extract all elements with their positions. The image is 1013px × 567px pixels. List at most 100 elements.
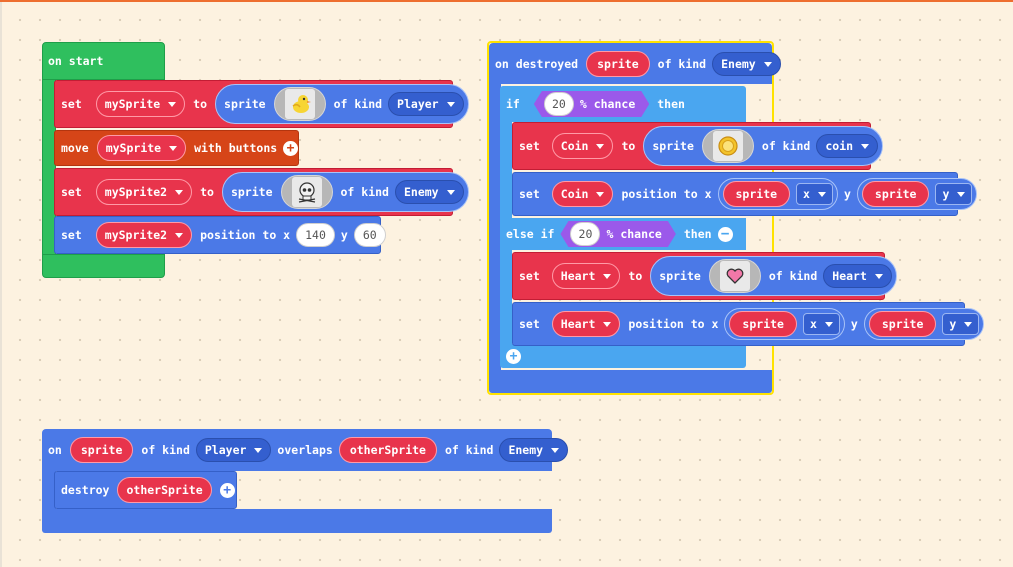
var-dropdown-mysprite2[interactable]: mySprite2 xyxy=(95,222,193,248)
set-heart-block[interactable]: set Heart to sprite of kind Heart xyxy=(512,252,897,300)
prop-dropdown-x[interactable]: x xyxy=(796,183,833,205)
on-destroyed-hat: on destroyed sprite of kind Enemy xyxy=(495,48,781,80)
expand-plus-icon[interactable]: + xyxy=(219,482,235,498)
add-else-plus[interactable]: + xyxy=(502,349,521,364)
destroy-block[interactable]: destroy otherSprite + xyxy=(54,471,237,509)
sprite-create-reporter[interactable]: sprite of kind Player xyxy=(215,84,469,124)
position-to-x-label: position to x xyxy=(200,228,291,242)
chevron-down-icon xyxy=(763,61,772,67)
y-label: y xyxy=(340,228,348,242)
prop-label: x xyxy=(803,187,810,201)
chance-number-input[interactable]: 20 xyxy=(544,92,574,116)
var-label: otherSprite xyxy=(126,483,203,497)
y-label: y xyxy=(850,317,858,331)
chevron-down-icon xyxy=(551,447,560,453)
var-dropdown-heart[interactable]: Heart xyxy=(551,311,621,337)
set-coin-block[interactable]: set Coin to sprite of kind coin xyxy=(512,122,884,170)
chevron-down-icon xyxy=(603,321,612,327)
sprite-create-reporter[interactable]: sprite of kind coin xyxy=(643,126,884,166)
var-dropdown-mysprite2[interactable]: mySprite2 xyxy=(95,179,193,205)
workspace-left-edge xyxy=(0,2,2,567)
set-heart-position-block[interactable]: set Heart position to x sprite x y sprit… xyxy=(512,302,985,346)
plus-icon[interactable]: + xyxy=(506,349,521,364)
sprite-create-reporter[interactable]: sprite of kind Enemy xyxy=(221,172,469,212)
coin-sprite-icon xyxy=(712,131,743,161)
kind-dropdown-enemy[interactable]: Enemy xyxy=(394,180,464,204)
x-number-input[interactable]: 140 xyxy=(296,223,335,247)
selection-outline xyxy=(487,41,774,395)
set-coin-position-block[interactable]: set Coin position to x sprite x y sprite… xyxy=(512,172,978,216)
othersprite-variable[interactable]: otherSprite xyxy=(117,477,212,503)
sprite-variable[interactable]: sprite xyxy=(729,311,797,337)
sprite-y-reporter[interactable]: sprite y xyxy=(856,178,978,210)
on-overlap-hat: on sprite of kind Player overlaps otherS… xyxy=(48,436,569,464)
heart-sprite-icon xyxy=(719,261,750,291)
remove-minus-icon[interactable]: − xyxy=(717,226,733,242)
else-if-label: else if xyxy=(506,227,555,241)
then-label: then xyxy=(657,97,685,111)
with-buttons-label: with buttons xyxy=(194,141,278,155)
set-position-block[interactable]: set mySprite2 position to x 140 y 60 xyxy=(54,216,386,254)
on-label: on xyxy=(48,443,62,457)
set-mysprite2-block[interactable]: set mySprite2 to sprite of kind Enemy xyxy=(54,168,469,216)
set-keyword: set xyxy=(61,228,82,242)
sprite-variable[interactable]: sprite xyxy=(868,311,937,337)
kind-dropdown-coin[interactable]: coin xyxy=(816,134,879,158)
chevron-down-icon xyxy=(254,447,263,453)
var-label: Coin xyxy=(560,139,589,153)
set-keyword: set xyxy=(519,187,540,201)
sprite-y-reporter[interactable]: sprite y xyxy=(863,308,985,340)
prop-label: y xyxy=(949,317,957,331)
kind-dropdown-player[interactable]: Player xyxy=(195,438,272,462)
set-mysprite-block[interactable]: set mySprite to sprite of kind Player xyxy=(54,80,469,128)
on-start-hat: on start xyxy=(48,52,103,70)
chevron-down-icon xyxy=(169,145,178,151)
set-keyword: set xyxy=(61,185,82,199)
move-with-buttons-block[interactable]: move mySprite with buttons + xyxy=(54,130,299,166)
var-dropdown-coin[interactable]: Coin xyxy=(551,181,614,207)
sprite-image-picker[interactable] xyxy=(708,259,761,293)
chance-number-input[interactable]: 20 xyxy=(570,222,600,246)
position-to-x-label: position to x xyxy=(628,317,719,331)
sprite-x-reporter[interactable]: sprite x xyxy=(724,308,845,340)
else-if-header: else if 20 % chance then − xyxy=(506,220,733,248)
sprite-image-picker[interactable] xyxy=(701,129,754,163)
sprite-image-picker[interactable] xyxy=(280,175,333,209)
sprite-create-reporter[interactable]: sprite of kind Heart xyxy=(650,256,897,296)
var-dropdown-mysprite[interactable]: mySprite xyxy=(95,91,186,117)
chevron-down-icon xyxy=(861,143,870,149)
percent-chance-block[interactable]: 20 % chance xyxy=(534,91,649,117)
sprite-variable[interactable]: sprite xyxy=(861,181,930,207)
var-dropdown-heart[interactable]: Heart xyxy=(551,263,621,289)
othersprite-variable[interactable]: otherSprite xyxy=(338,437,437,463)
var-label: sprite xyxy=(881,317,924,331)
chevron-down-icon xyxy=(596,143,605,149)
sprite-variable[interactable]: sprite xyxy=(69,437,134,463)
kind-dropdown-enemy[interactable]: Enemy xyxy=(712,52,781,76)
sprite-label: sprite xyxy=(652,139,694,153)
prop-dropdown-x[interactable]: x xyxy=(802,313,840,335)
chevron-down-icon xyxy=(175,232,184,238)
sprite-label: sprite xyxy=(230,185,273,199)
chevron-down-icon xyxy=(964,321,973,327)
percent-chance-block[interactable]: 20 % chance xyxy=(560,221,675,247)
var-label: mySprite xyxy=(104,97,161,111)
prop-dropdown-y[interactable]: y xyxy=(942,313,980,335)
kind-label: coin xyxy=(825,139,854,153)
sprite-label: sprite xyxy=(659,269,701,283)
prop-dropdown-y[interactable]: y xyxy=(935,183,973,205)
sprite-image-picker[interactable] xyxy=(273,87,326,121)
sprite-variable[interactable]: sprite xyxy=(586,51,650,77)
kind-dropdown-enemy[interactable]: Enemy xyxy=(499,438,569,462)
expand-plus-icon[interactable]: + xyxy=(283,140,298,156)
var-dropdown-coin[interactable]: Coin xyxy=(551,133,614,159)
sprite-x-reporter[interactable]: sprite x xyxy=(717,178,838,210)
kind-dropdown-player[interactable]: Player xyxy=(388,92,464,116)
y-number-input[interactable]: 60 xyxy=(353,223,386,247)
kind-dropdown-heart[interactable]: Heart xyxy=(823,264,892,288)
set-keyword: set xyxy=(519,317,540,331)
y-label: y xyxy=(843,187,851,201)
var-dropdown-mysprite[interactable]: mySprite xyxy=(96,135,187,161)
sprite-variable[interactable]: sprite xyxy=(722,181,791,207)
of-kind-label: of kind xyxy=(340,185,389,199)
